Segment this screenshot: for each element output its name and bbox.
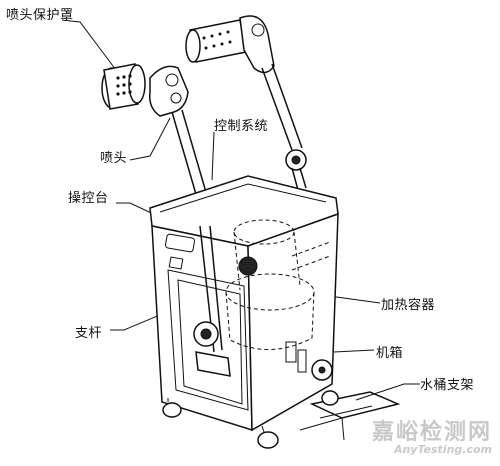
nozzle-guard-drawing [101, 63, 146, 110]
label-cabinet: 机箱 [376, 346, 404, 361]
right-arm [261, 63, 307, 191]
leader-bucket-stand [355, 383, 420, 401]
lower-nozzle-drawing [148, 65, 189, 117]
leader-nozzle-guard [61, 19, 117, 71]
label-nozzle-guard: 喷头保护罩 [6, 8, 74, 23]
watermark: 嘉峪检测网 AnyTesting.com [372, 414, 492, 456]
label-nozzle: 喷头 [100, 151, 128, 166]
leader-lines [61, 19, 420, 401]
label-console: 操控台 [68, 191, 109, 206]
label-heating-container: 加热容器 [381, 298, 436, 313]
bucket-stand [299, 391, 401, 441]
castor-wheels [162, 390, 339, 449]
leader-cabinet [333, 349, 375, 353]
upper-nozzle-drawing [185, 15, 275, 74]
label-bucket-stand: 水桶支架 [420, 378, 475, 393]
leader-control-system [211, 131, 215, 181]
label-support-rod: 支杆 [75, 326, 103, 341]
label-control-system: 控制系统 [214, 119, 269, 134]
cabinet [149, 175, 339, 432]
watermark-en: AnyTesting.com [393, 443, 492, 456]
leader-nozzle [129, 117, 171, 161]
watermark-cn: 嘉峪检测网 [371, 420, 492, 445]
